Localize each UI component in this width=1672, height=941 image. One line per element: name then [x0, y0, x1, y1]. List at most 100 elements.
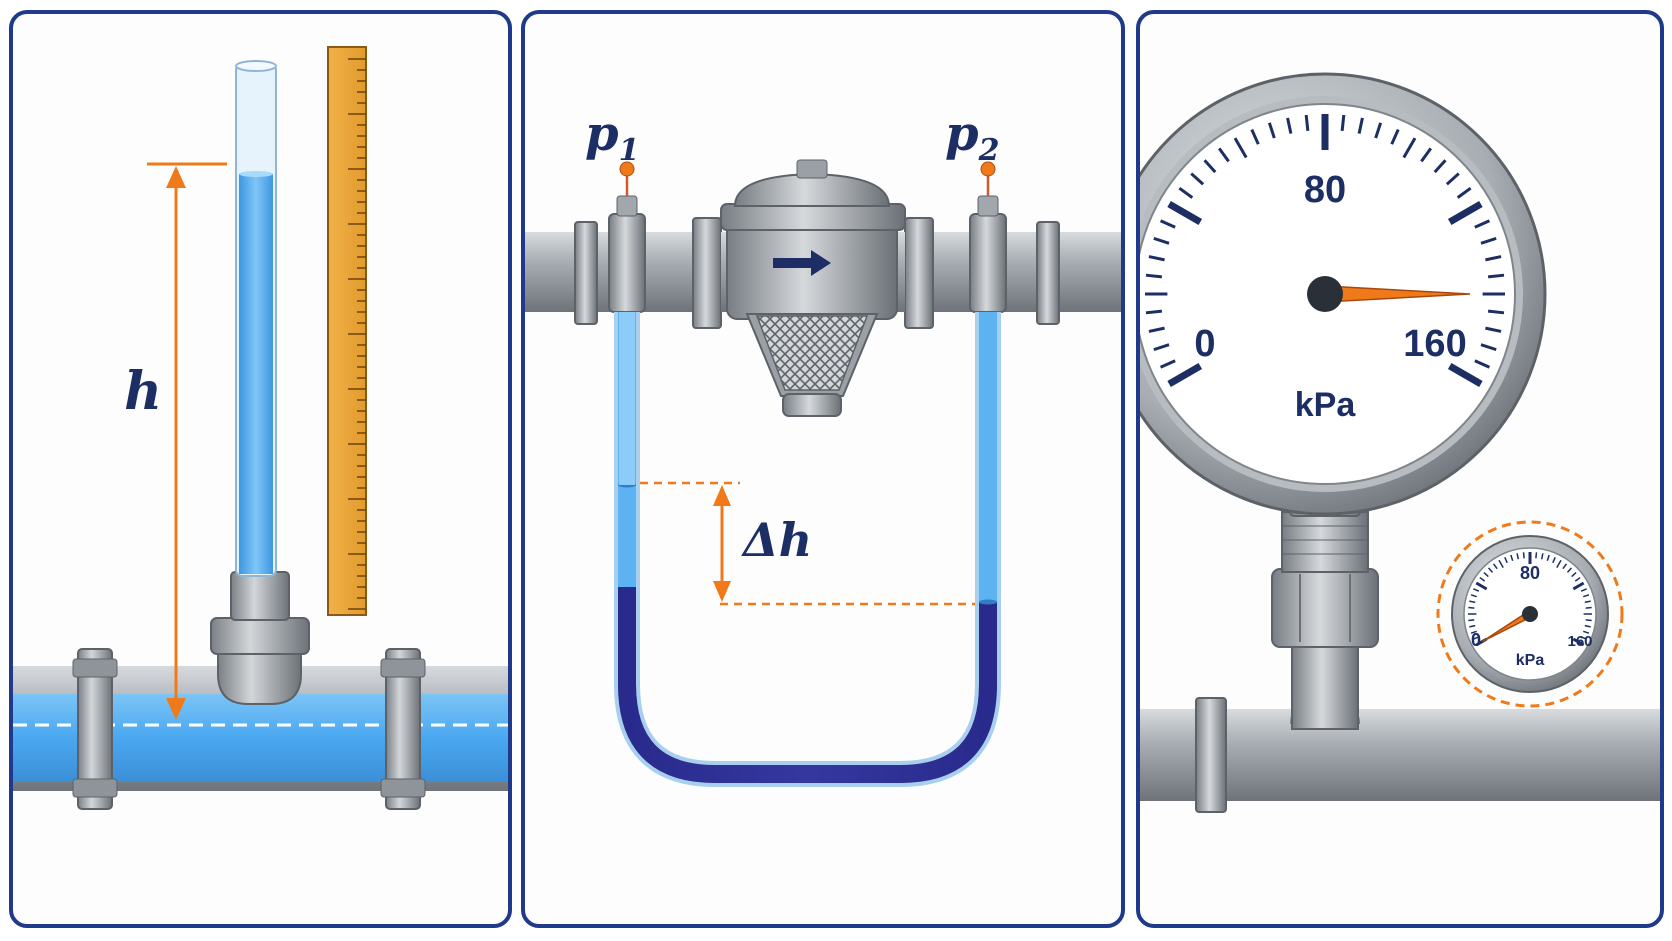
gauge-tick [1420, 147, 1433, 163]
p2-label: p2 [945, 106, 999, 168]
flow-arrow-icon [773, 250, 831, 276]
gauge-tick [1540, 553, 1544, 560]
gauge-tick [1267, 122, 1276, 139]
gauge-tick [1340, 114, 1346, 132]
gauge-tick [1469, 624, 1476, 628]
gauge-tick [1468, 619, 1475, 622]
flanges [574, 217, 1060, 329]
main-gauge-ticks [1145, 114, 1505, 388]
gauge-tick [1535, 552, 1538, 559]
gauge-tick [1487, 309, 1505, 315]
pressure-gauge-diagram: 80 0 160 kPa 80 0 160 kPa [1140, 72, 1660, 813]
gauge-tick [1487, 567, 1494, 573]
gauge-tick [1178, 186, 1194, 199]
tap-1 [608, 161, 646, 313]
gauge-tick [1580, 636, 1587, 640]
height-label: h [124, 361, 162, 422]
gauge-tick [1562, 563, 1568, 570]
gauge-tick [1571, 571, 1577, 578]
left-flange [72, 648, 118, 810]
gauge-tick [1510, 554, 1514, 561]
gauge-tick [1304, 114, 1310, 132]
gauge-tick [1516, 553, 1520, 560]
gauge-tick [1167, 362, 1203, 388]
p1-label: p1 [585, 106, 639, 168]
gauge-tick [1217, 147, 1230, 163]
gauge-tick [1250, 128, 1260, 145]
gauge-tick [1286, 117, 1293, 134]
gauge-tick [1585, 606, 1592, 609]
gauge-tick [1572, 637, 1585, 647]
gauge-tick [1402, 137, 1417, 159]
gauge-tick [1159, 219, 1176, 229]
inset-gauge-ticks [1468, 552, 1592, 647]
gauge-tick [1585, 619, 1592, 622]
inset-gauge-unit: kPa [1516, 652, 1545, 669]
gauge-tick [1447, 362, 1483, 388]
gauge-tick [1546, 554, 1550, 561]
u-tube-manometer [614, 312, 1001, 787]
gauge-tick [1167, 200, 1203, 226]
gauge-tick [1148, 255, 1165, 262]
gauge-tick [1468, 606, 1475, 609]
piezometer-tube [235, 60, 277, 577]
gauge-tick [1584, 600, 1591, 604]
inset-gauge-min-label: 0 [1471, 630, 1481, 650]
gauge-tick [1148, 326, 1165, 333]
gauge-tick [1433, 159, 1447, 174]
gauge-tick [1470, 594, 1477, 598]
right-flange [380, 648, 426, 810]
differential-manometer-diagram: p1 p2 Δh [525, 106, 1121, 787]
gauge-tick [1522, 552, 1525, 559]
gauge-tick [1153, 343, 1170, 352]
gauge-tick [1153, 236, 1170, 245]
gauge-tick [1480, 236, 1497, 245]
gauge-tick [1475, 581, 1488, 591]
gauge-tick [1583, 630, 1590, 634]
gauge-tick [1574, 576, 1581, 582]
gauge-tick [1474, 359, 1491, 369]
pipe-flange [1195, 697, 1227, 813]
height-dimension [147, 162, 227, 720]
gauge-tick [1552, 557, 1556, 564]
gauge-tick [1480, 343, 1497, 352]
gauge-tick [1203, 159, 1217, 174]
gauge-tick [1473, 588, 1480, 592]
piezometer-panel: h [9, 10, 512, 928]
gauge-tick [1492, 563, 1498, 570]
gauge-tick [1584, 624, 1591, 628]
inset-gauge-mid-label: 80 [1520, 563, 1540, 583]
gauge-tick [1485, 326, 1502, 333]
gauge-tick [1447, 200, 1483, 226]
inset-gauge: 80 0 160 kPa [1436, 520, 1624, 708]
gauge-tick [1233, 137, 1248, 159]
gauge-tick [1572, 581, 1585, 591]
tee-fitting [210, 571, 310, 705]
main-gauge: 80 0 160 kPa [1140, 72, 1547, 516]
main-gauge-mid-label: 80 [1304, 169, 1346, 211]
gauge-tick [1357, 117, 1364, 134]
gauge-tick [1145, 309, 1163, 315]
gauge-tick [1374, 122, 1383, 139]
strainer-icon [720, 159, 906, 417]
gauge-tick [1456, 186, 1472, 199]
delta-h-dimension [640, 481, 975, 606]
inset-gauge-max-label: 160 [1567, 633, 1592, 650]
ruler-icon [327, 46, 367, 616]
piezometer-diagram: h [13, 46, 508, 810]
delta-h-label: Δh [741, 513, 812, 567]
tap-2 [969, 161, 1007, 313]
gauge-tick [1470, 630, 1477, 634]
main-gauge-min-label: 0 [1194, 323, 1215, 365]
gauge-tick [1145, 273, 1163, 279]
gauge-tick [1487, 273, 1505, 279]
differential-manometer-panel: p1 p2 Δh [521, 10, 1125, 928]
gauge-tick [1498, 559, 1504, 568]
gauge-tick [1479, 576, 1486, 582]
gauge-tick [1474, 219, 1491, 229]
gauge-tick [1583, 594, 1590, 598]
gauge-tick [1469, 600, 1476, 604]
gauge-tick [1504, 557, 1508, 564]
gauge-tick [1483, 571, 1489, 578]
gauge-tick [1473, 636, 1480, 640]
